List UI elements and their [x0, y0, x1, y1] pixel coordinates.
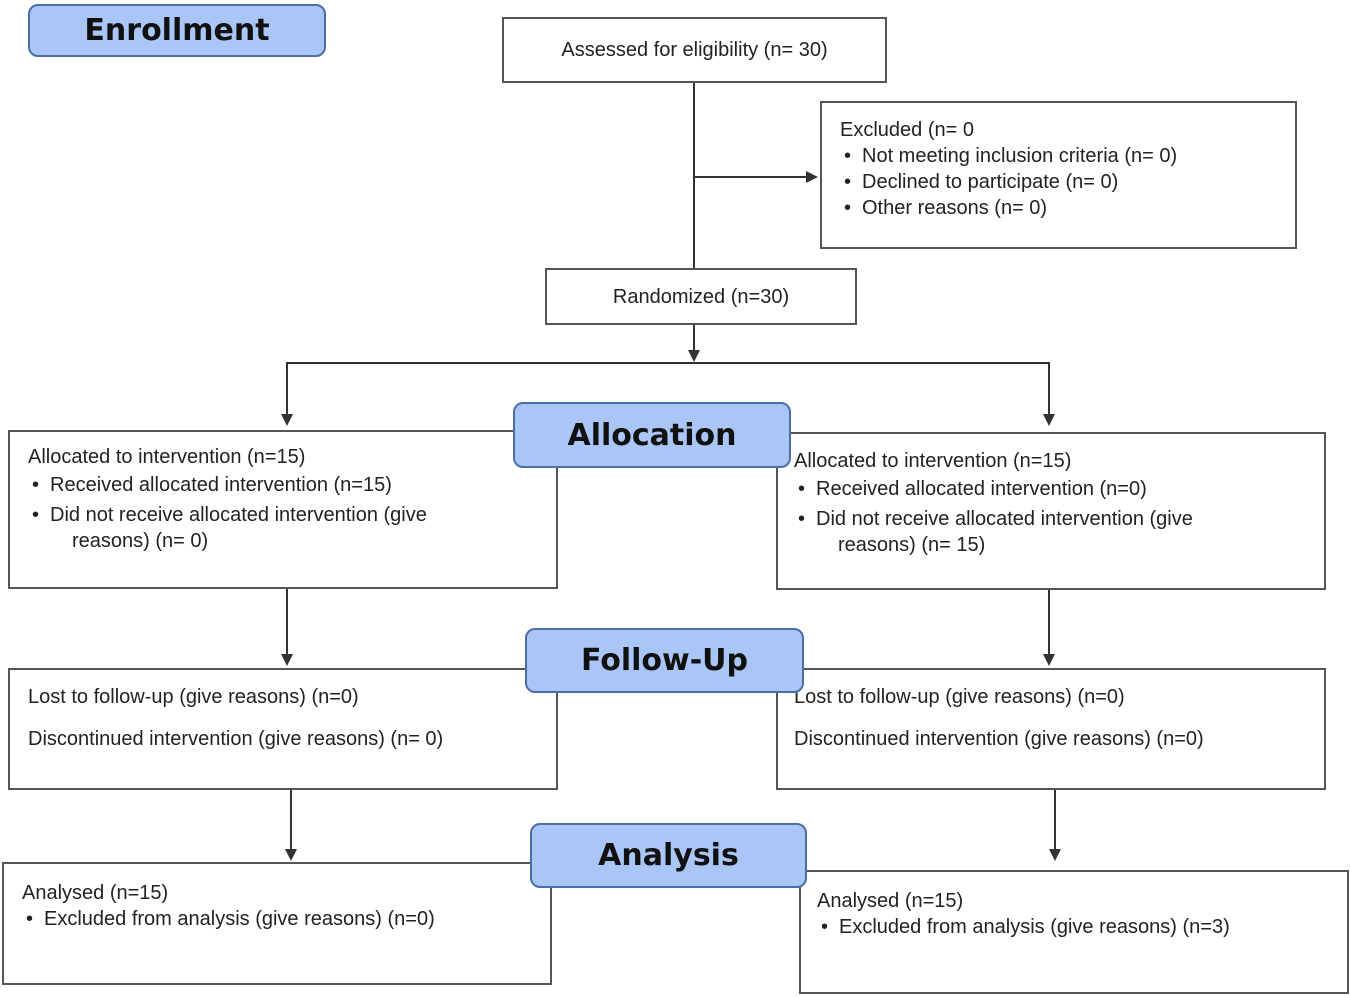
connector-randomized-down — [693, 324, 695, 352]
randomized-box: Randomized (n=30) — [545, 268, 857, 325]
stage-enrollment: Enrollment — [28, 4, 326, 57]
stage-allocation: Allocation — [513, 402, 791, 468]
excluded-item: Other reasons (n= 0) — [840, 195, 1295, 221]
randomized-text: Randomized (n=30) — [612, 285, 790, 308]
right-allocation-not-received: Did not receive allocated intervention (… — [794, 506, 1324, 532]
left-allocation-not-received: Did not receive allocated intervention (… — [28, 502, 556, 528]
connector-right-alloc-follow — [1048, 588, 1050, 656]
connector-split-right — [1048, 362, 1050, 416]
left-allocation-title: Allocated to intervention (n=15) — [28, 446, 306, 468]
left-allocation-received: Received allocated intervention (n=15) — [28, 472, 556, 498]
arrow-right-alloc-follow — [1043, 654, 1055, 666]
right-allocation-not-received-cont: reasons) (n= 15) — [838, 534, 986, 556]
arrow-to-excluded — [806, 171, 818, 183]
left-followup-lost: Lost to follow-up (give reasons) (n=0) — [28, 686, 359, 708]
arrow-left-follow-analysis — [285, 849, 297, 861]
stage-analysis: Analysis — [530, 823, 807, 888]
arrow-split-left — [281, 414, 293, 426]
excluded-item: Declined to participate (n= 0) — [840, 169, 1295, 195]
assessed-box: Assessed for eligibility (n= 30) — [502, 17, 887, 83]
connector-to-excluded — [694, 176, 806, 178]
left-followup-discontinued: Discontinued intervention (give reasons)… — [28, 728, 444, 750]
left-allocation-not-received-cont: reasons) (n= 0) — [72, 530, 209, 552]
connector-split-left — [286, 362, 288, 416]
connector-split-horizontal — [286, 362, 1050, 364]
right-analysis-excluded: Excluded from analysis (give reasons) (n… — [817, 914, 1347, 940]
right-allocation-title: Allocated to intervention (n=15) — [794, 450, 1072, 472]
right-allocation-list: Received allocated intervention (n=0) Di… — [794, 476, 1324, 532]
connector-left-alloc-follow — [286, 588, 288, 656]
left-analysis-excluded: Excluded from analysis (give reasons) (n… — [22, 906, 550, 932]
connector-left-follow-analysis — [290, 789, 292, 851]
stage-followup: Follow-Up — [525, 628, 804, 693]
right-analysis-box: Analysed (n=15) Excluded from analysis (… — [799, 870, 1349, 994]
right-allocation-received: Received allocated intervention (n=0) — [794, 476, 1324, 502]
connector-assessed-randomized — [693, 82, 695, 268]
right-followup-box: Lost to follow-up (give reasons) (n=0) D… — [776, 668, 1326, 790]
excluded-item: Not meeting inclusion criteria (n= 0) — [840, 143, 1295, 169]
connector-right-follow-analysis — [1054, 789, 1056, 851]
left-analysis-box: Analysed (n=15) Excluded from analysis (… — [2, 862, 552, 985]
right-analysis-title: Analysed (n=15) — [817, 890, 964, 912]
arrow-randomized-down — [688, 350, 700, 362]
assessed-text: Assessed for eligibility (n= 30) — [561, 39, 828, 61]
right-followup-lost: Lost to follow-up (give reasons) (n=0) — [794, 686, 1125, 708]
excluded-box: Excluded (n= 0 Not meeting inclusion cri… — [820, 101, 1297, 249]
left-allocation-list: Received allocated intervention (n=15) D… — [28, 472, 556, 528]
arrow-split-right — [1043, 414, 1055, 426]
left-allocation-box: Allocated to intervention (n=15) Receive… — [8, 430, 558, 589]
left-analysis-list: Excluded from analysis (give reasons) (n… — [22, 906, 550, 932]
arrow-right-follow-analysis — [1049, 849, 1061, 861]
arrow-left-alloc-follow — [281, 654, 293, 666]
right-allocation-box: Allocated to intervention (n=15) Receive… — [776, 432, 1326, 590]
excluded-title: Excluded (n= 0 — [840, 119, 974, 141]
right-followup-discontinued: Discontinued intervention (give reasons)… — [794, 728, 1204, 750]
left-analysis-title: Analysed (n=15) — [22, 882, 169, 904]
excluded-list: Not meeting inclusion criteria (n= 0) De… — [840, 143, 1295, 221]
right-analysis-list: Excluded from analysis (give reasons) (n… — [817, 914, 1347, 940]
left-followup-box: Lost to follow-up (give reasons) (n=0) D… — [8, 668, 558, 790]
